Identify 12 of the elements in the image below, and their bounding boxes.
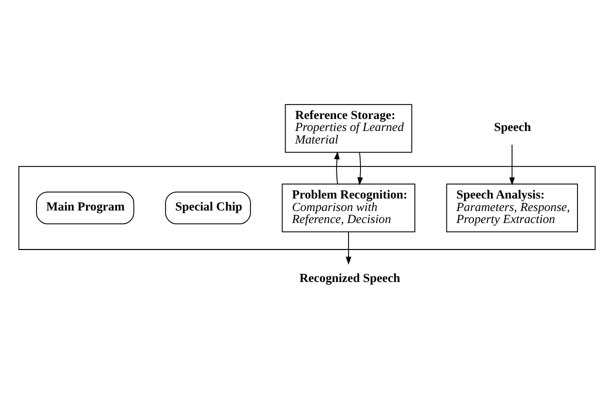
node-text: Recognized Speech: [299, 270, 400, 285]
arrow: [509, 144, 515, 186]
arrow: [357, 152, 363, 186]
node-text: Speech: [494, 120, 532, 134]
node-box: Problem Recognition: Comparison with Reference, Decision: [282, 184, 416, 232]
cluster: [18, 166, 596, 250]
node-box: Reference Storage: Properties of Learned Material: [284, 104, 412, 153]
node-box: Special Chip: [165, 192, 251, 224]
node-box: Main Program: [36, 192, 134, 224]
node-box: Speech Analysis: Parameters, Response, Property Extraction: [446, 184, 578, 232]
arrow: [334, 151, 340, 184]
arrow: [346, 232, 352, 265]
